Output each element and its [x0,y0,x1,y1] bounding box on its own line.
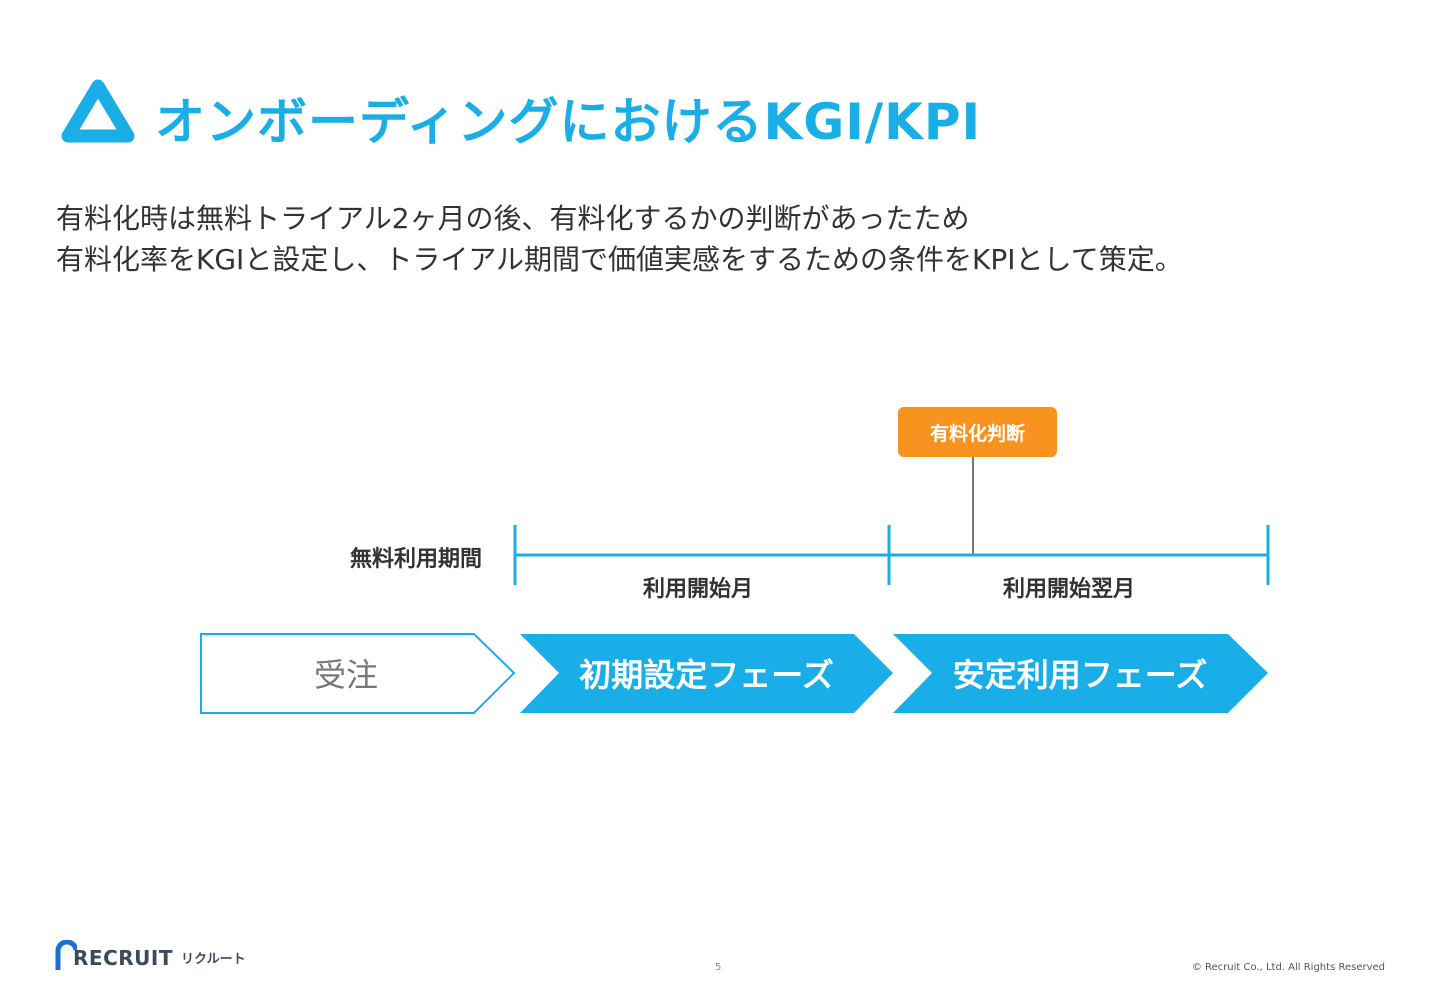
phase-setup-label: 初期設定フェーズ [579,656,834,694]
month2-label: 利用開始翌月 [1003,577,1136,602]
recruit-logo: RECRUIT リクルート [55,940,246,970]
triangle-icon [61,79,135,143]
copyright: © Recruit Co., Ltd. All Rights Reserved [1191,962,1385,973]
free-period-label: 無料利用期間 [350,547,483,572]
phase-arrow-stable [893,634,1268,713]
phase-stable-label: 安定利用フェーズ [952,656,1208,694]
month1-label: 利用開始月 [643,577,754,602]
logo-kana: リクルート [180,952,246,967]
description-line-1: 有料化時は無料トライアル2ヶ月の後、有料化するかの判断があったため [56,202,970,235]
judgement-badge: 有料化判断 [898,407,1057,457]
phase-arrow-setup [520,634,893,713]
page-number: 5 [715,962,722,973]
logo-text: RECRUIT [73,946,173,970]
logo-arc-icon [55,940,77,970]
phase-arrow-order [200,633,516,714]
description: 有料化時は無料トライアル2ヶ月の後、有料化するかの判断があったため 有料化率をK… [56,198,1183,280]
description-line-2: 有料化率をKGIと設定し、トライアル期間で価値実感をするための条件をKPIとして… [56,243,1183,276]
phase-order-label: 受注 [313,656,378,694]
page-title: オンボーディングにおけるKGI/KPI [155,93,982,151]
